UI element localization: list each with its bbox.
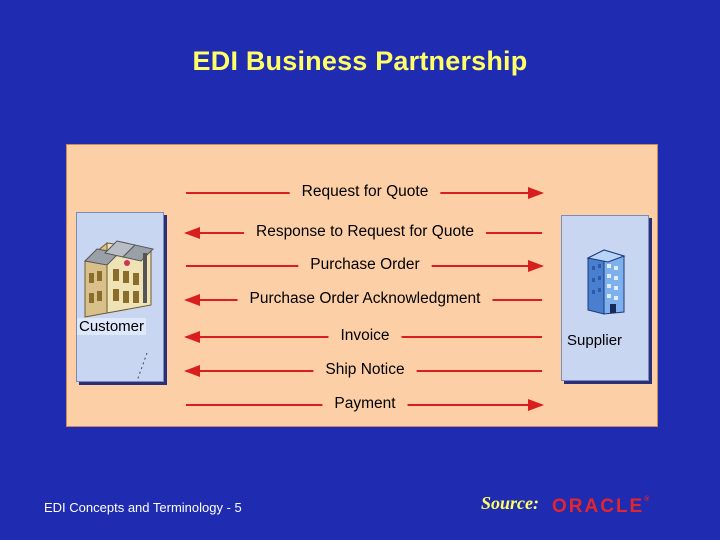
oracle-logo: ORACLE® — [552, 496, 650, 517]
message-label: Ship Notice — [319, 361, 411, 378]
message-3: Purchase Order Acknowledgment — [180, 290, 550, 308]
message-label: Purchase Order Acknowledgment — [243, 290, 487, 307]
message-2: Purchase Order — [180, 256, 550, 274]
source-label: Source: — [481, 493, 539, 513]
customer-label: Customer — [77, 318, 147, 335]
page-title: EDI Business Partnership — [192, 46, 528, 76]
oracle-logo-text: ORACLE — [552, 496, 645, 517]
message-1: Response to Request for Quote — [180, 223, 550, 241]
message-label: Response to Request for Quote — [250, 223, 480, 240]
message-label: Purchase Order — [304, 256, 426, 273]
message-0: Request for Quote — [180, 183, 550, 201]
message-label: Payment — [328, 395, 402, 412]
message-4: Invoice — [180, 327, 550, 345]
message-label: Invoice — [334, 327, 396, 344]
message-5: Ship Notice — [180, 361, 550, 379]
footer-caption: EDI Concepts and Terminology - 5 — [44, 500, 242, 515]
message-label: Request for Quote — [295, 183, 435, 200]
factory-icon — [83, 240, 154, 382]
supplier-label: Supplier — [567, 332, 623, 349]
message-6: Payment — [180, 395, 550, 413]
customer-card — [76, 212, 164, 382]
office-building-icon — [586, 249, 626, 315]
supplier-card — [561, 215, 649, 381]
